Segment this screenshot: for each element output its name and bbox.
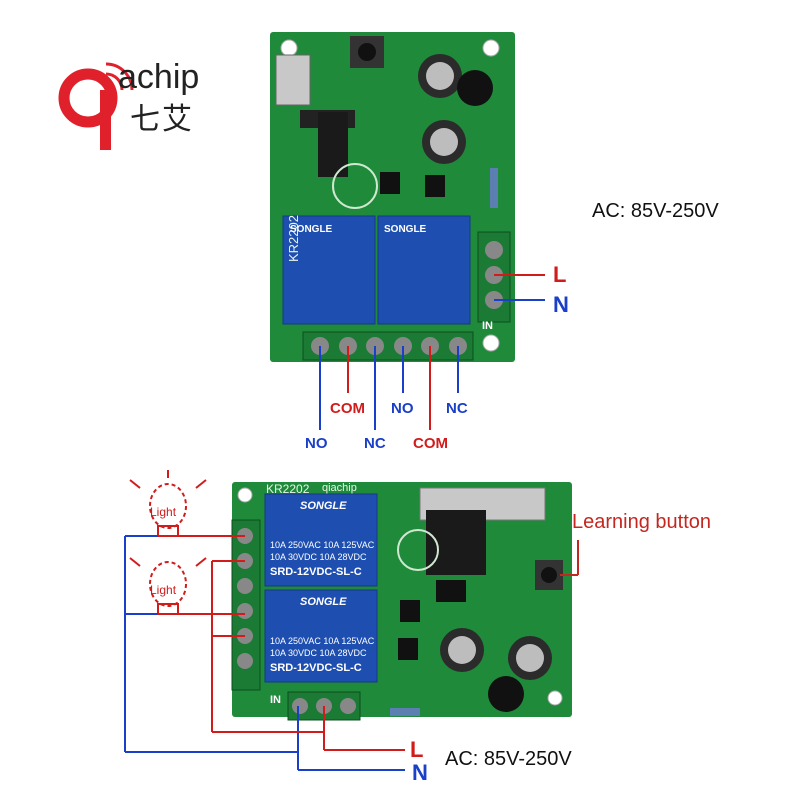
bottom-model-label: KR2202 xyxy=(266,482,310,496)
bottom-neutral-label: N xyxy=(412,760,428,785)
bottom-input-label: IN xyxy=(270,694,281,706)
top-terminal-nc-1: NC xyxy=(364,435,386,452)
lamp-1-label: Light xyxy=(150,505,177,519)
bottom-relay-1-rating-1: 10A 250VAC 10A 125VAC xyxy=(270,540,375,550)
lamp-2-label: Light xyxy=(150,583,177,597)
bottom-ac-label: AC: 85V-250V xyxy=(445,748,572,770)
top-live-label: L xyxy=(553,262,567,287)
top-ac-label: AC: 85V-250V xyxy=(592,200,719,222)
learning-button-label: Learning button xyxy=(572,511,712,533)
bottom-relay-1 xyxy=(264,493,378,587)
bottom-brand-mark: qiachip xyxy=(322,482,357,494)
qachip-logo-mark xyxy=(58,62,134,150)
top-relay-2 xyxy=(377,215,471,325)
bottom-relay-2-rating-2: 10A 30VDC 10A 28VDC xyxy=(270,648,367,658)
top-board-diagram xyxy=(270,32,545,430)
bottom-relay-1-model: SRD-12VDC-SL-C xyxy=(270,566,362,578)
top-model-label: KR2202 xyxy=(286,215,301,262)
bottom-relay-1-rating-2: 10A 30VDC 10A 28VDC xyxy=(270,552,367,562)
lamp-2 xyxy=(129,557,207,615)
logo-chinese: 七艾 xyxy=(130,102,194,137)
brand-logo xyxy=(50,50,230,150)
logo-latin: achip xyxy=(118,58,200,96)
top-relay-2-brand: SONGLE xyxy=(384,224,427,235)
top-neutral-label: N xyxy=(553,292,569,317)
top-relay-1-brand: SONGLE xyxy=(290,224,333,235)
top-terminal-no-2: NO xyxy=(391,400,414,417)
top-terminal-com-2: COM xyxy=(413,435,448,452)
top-terminal-no-1: NO xyxy=(305,435,328,452)
top-terminal-com-1: COM xyxy=(330,400,365,417)
bottom-relay-2-model: SRD-12VDC-SL-C xyxy=(270,662,362,674)
bottom-relay-2-rating-1: 10A 250VAC 10A 125VAC xyxy=(270,636,375,646)
bottom-relay-2 xyxy=(264,589,378,683)
bottom-relay-1-brand: SONGLE xyxy=(300,500,347,512)
top-relay-1 xyxy=(282,215,376,325)
bottom-live-label: L xyxy=(410,737,424,762)
bottom-board-diagram xyxy=(124,470,579,771)
top-terminal-nc-2: NC xyxy=(446,400,468,417)
lamp-1 xyxy=(129,470,207,537)
bottom-relay-2-brand: SONGLE xyxy=(300,596,347,608)
top-input-label: IN xyxy=(482,320,493,332)
